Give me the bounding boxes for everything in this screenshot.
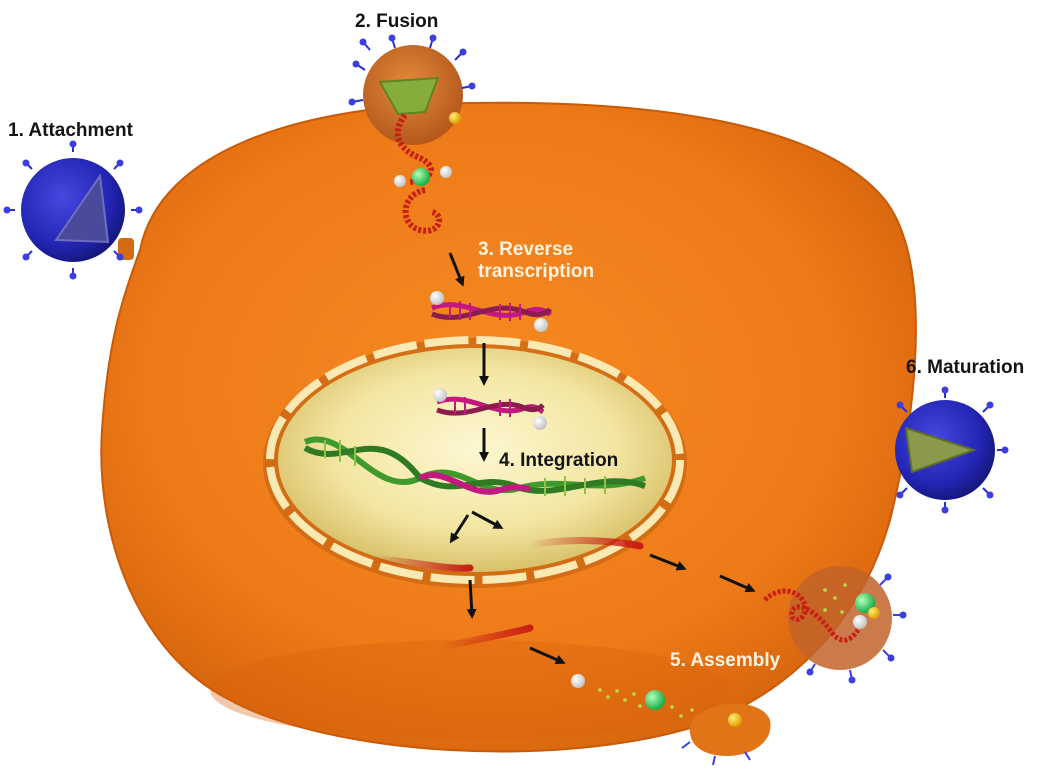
nucleus [263,336,687,588]
host-dna-integration [303,436,647,496]
viral-rna [402,187,443,234]
label-reverse-transcription-line1: 3. Reverse [478,239,574,260]
mrna-strand [436,624,534,652]
viral-dna-in-nucleus [433,388,547,430]
capsid-cone [904,426,978,474]
capsid-cone [378,76,440,116]
label-fusion: 2. Fusion [355,11,439,32]
assembly-components [571,674,771,766]
label-integration: 4. Integration [499,450,619,471]
label-reverse-transcription-line2: transcription [478,261,595,282]
virion-maturation [895,386,1009,514]
virion-fusion [348,34,476,234]
reverse-transcription-dna [430,252,553,332]
label-assembly: 5. Assembly [670,650,781,671]
virion-attachment [3,140,143,280]
viral-rna [763,588,861,643]
budding-virion [763,566,907,684]
budding-membrane [689,703,771,756]
rna-export [366,510,756,665]
capsid-cone [54,173,110,244]
mrna-strand [526,537,644,550]
mrna-strand [366,556,474,572]
label-maturation: 6. Maturation [906,357,1025,378]
label-attachment: 1. Attachment [8,120,133,141]
nuclear-envelope [266,336,684,584]
